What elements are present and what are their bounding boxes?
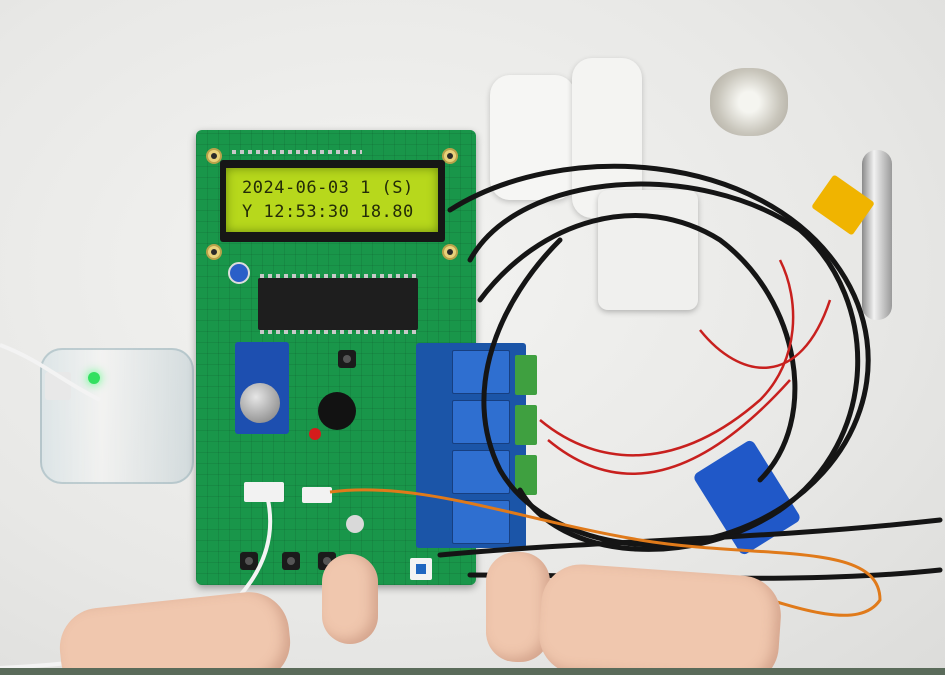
solenoid-valve xyxy=(598,190,698,310)
power-switch[interactable] xyxy=(410,558,432,580)
red-wire xyxy=(547,379,791,475)
left-thumb xyxy=(322,554,378,644)
coin-battery xyxy=(240,383,280,423)
lcd-header-pins xyxy=(232,150,362,154)
relay-2 xyxy=(452,400,510,444)
black-wire xyxy=(467,181,861,552)
ribbon-cable xyxy=(0,343,101,402)
relay-1 xyxy=(452,350,510,394)
lcd-screen: 2024-06-03 1 (S) Y 12:53:30 18.80 xyxy=(226,168,438,232)
chip-pins-bottom xyxy=(260,330,416,334)
mount-hole xyxy=(206,148,222,164)
reset-button[interactable] xyxy=(338,350,356,368)
power-switch-knob xyxy=(416,564,426,574)
sensor-led xyxy=(88,372,100,384)
mount-hole xyxy=(206,244,222,260)
chip-pins-top xyxy=(260,274,416,278)
lcd-line-2: Y 12:53:30 18.80 xyxy=(242,202,414,222)
connector-header xyxy=(244,482,284,502)
air-stone xyxy=(710,68,788,136)
water-jar xyxy=(40,348,194,484)
terminal-block xyxy=(515,355,537,395)
capacitor xyxy=(346,515,364,533)
servo-cable xyxy=(329,488,882,617)
potentiometer xyxy=(228,262,250,284)
right-hand xyxy=(536,561,784,675)
water-pump-left xyxy=(490,75,575,200)
connector-header xyxy=(302,487,332,503)
lcd-line-1: 2024-06-03 1 (S) xyxy=(242,178,414,198)
key-button-1[interactable] xyxy=(240,552,258,570)
mount-hole xyxy=(442,244,458,260)
microcontroller-chip xyxy=(258,278,418,330)
temperature-probe xyxy=(862,150,892,320)
black-wire xyxy=(437,517,943,558)
terminal-block xyxy=(515,405,537,445)
terminal-block xyxy=(515,455,537,495)
relay-4 xyxy=(452,500,510,544)
red-wire xyxy=(539,259,795,457)
red-wire xyxy=(699,299,832,370)
red-led xyxy=(309,428,321,440)
bottom-strip xyxy=(0,668,945,675)
black-wire xyxy=(477,213,798,483)
buzzer xyxy=(318,392,356,430)
mount-hole xyxy=(442,148,458,164)
key-button-2[interactable] xyxy=(282,552,300,570)
